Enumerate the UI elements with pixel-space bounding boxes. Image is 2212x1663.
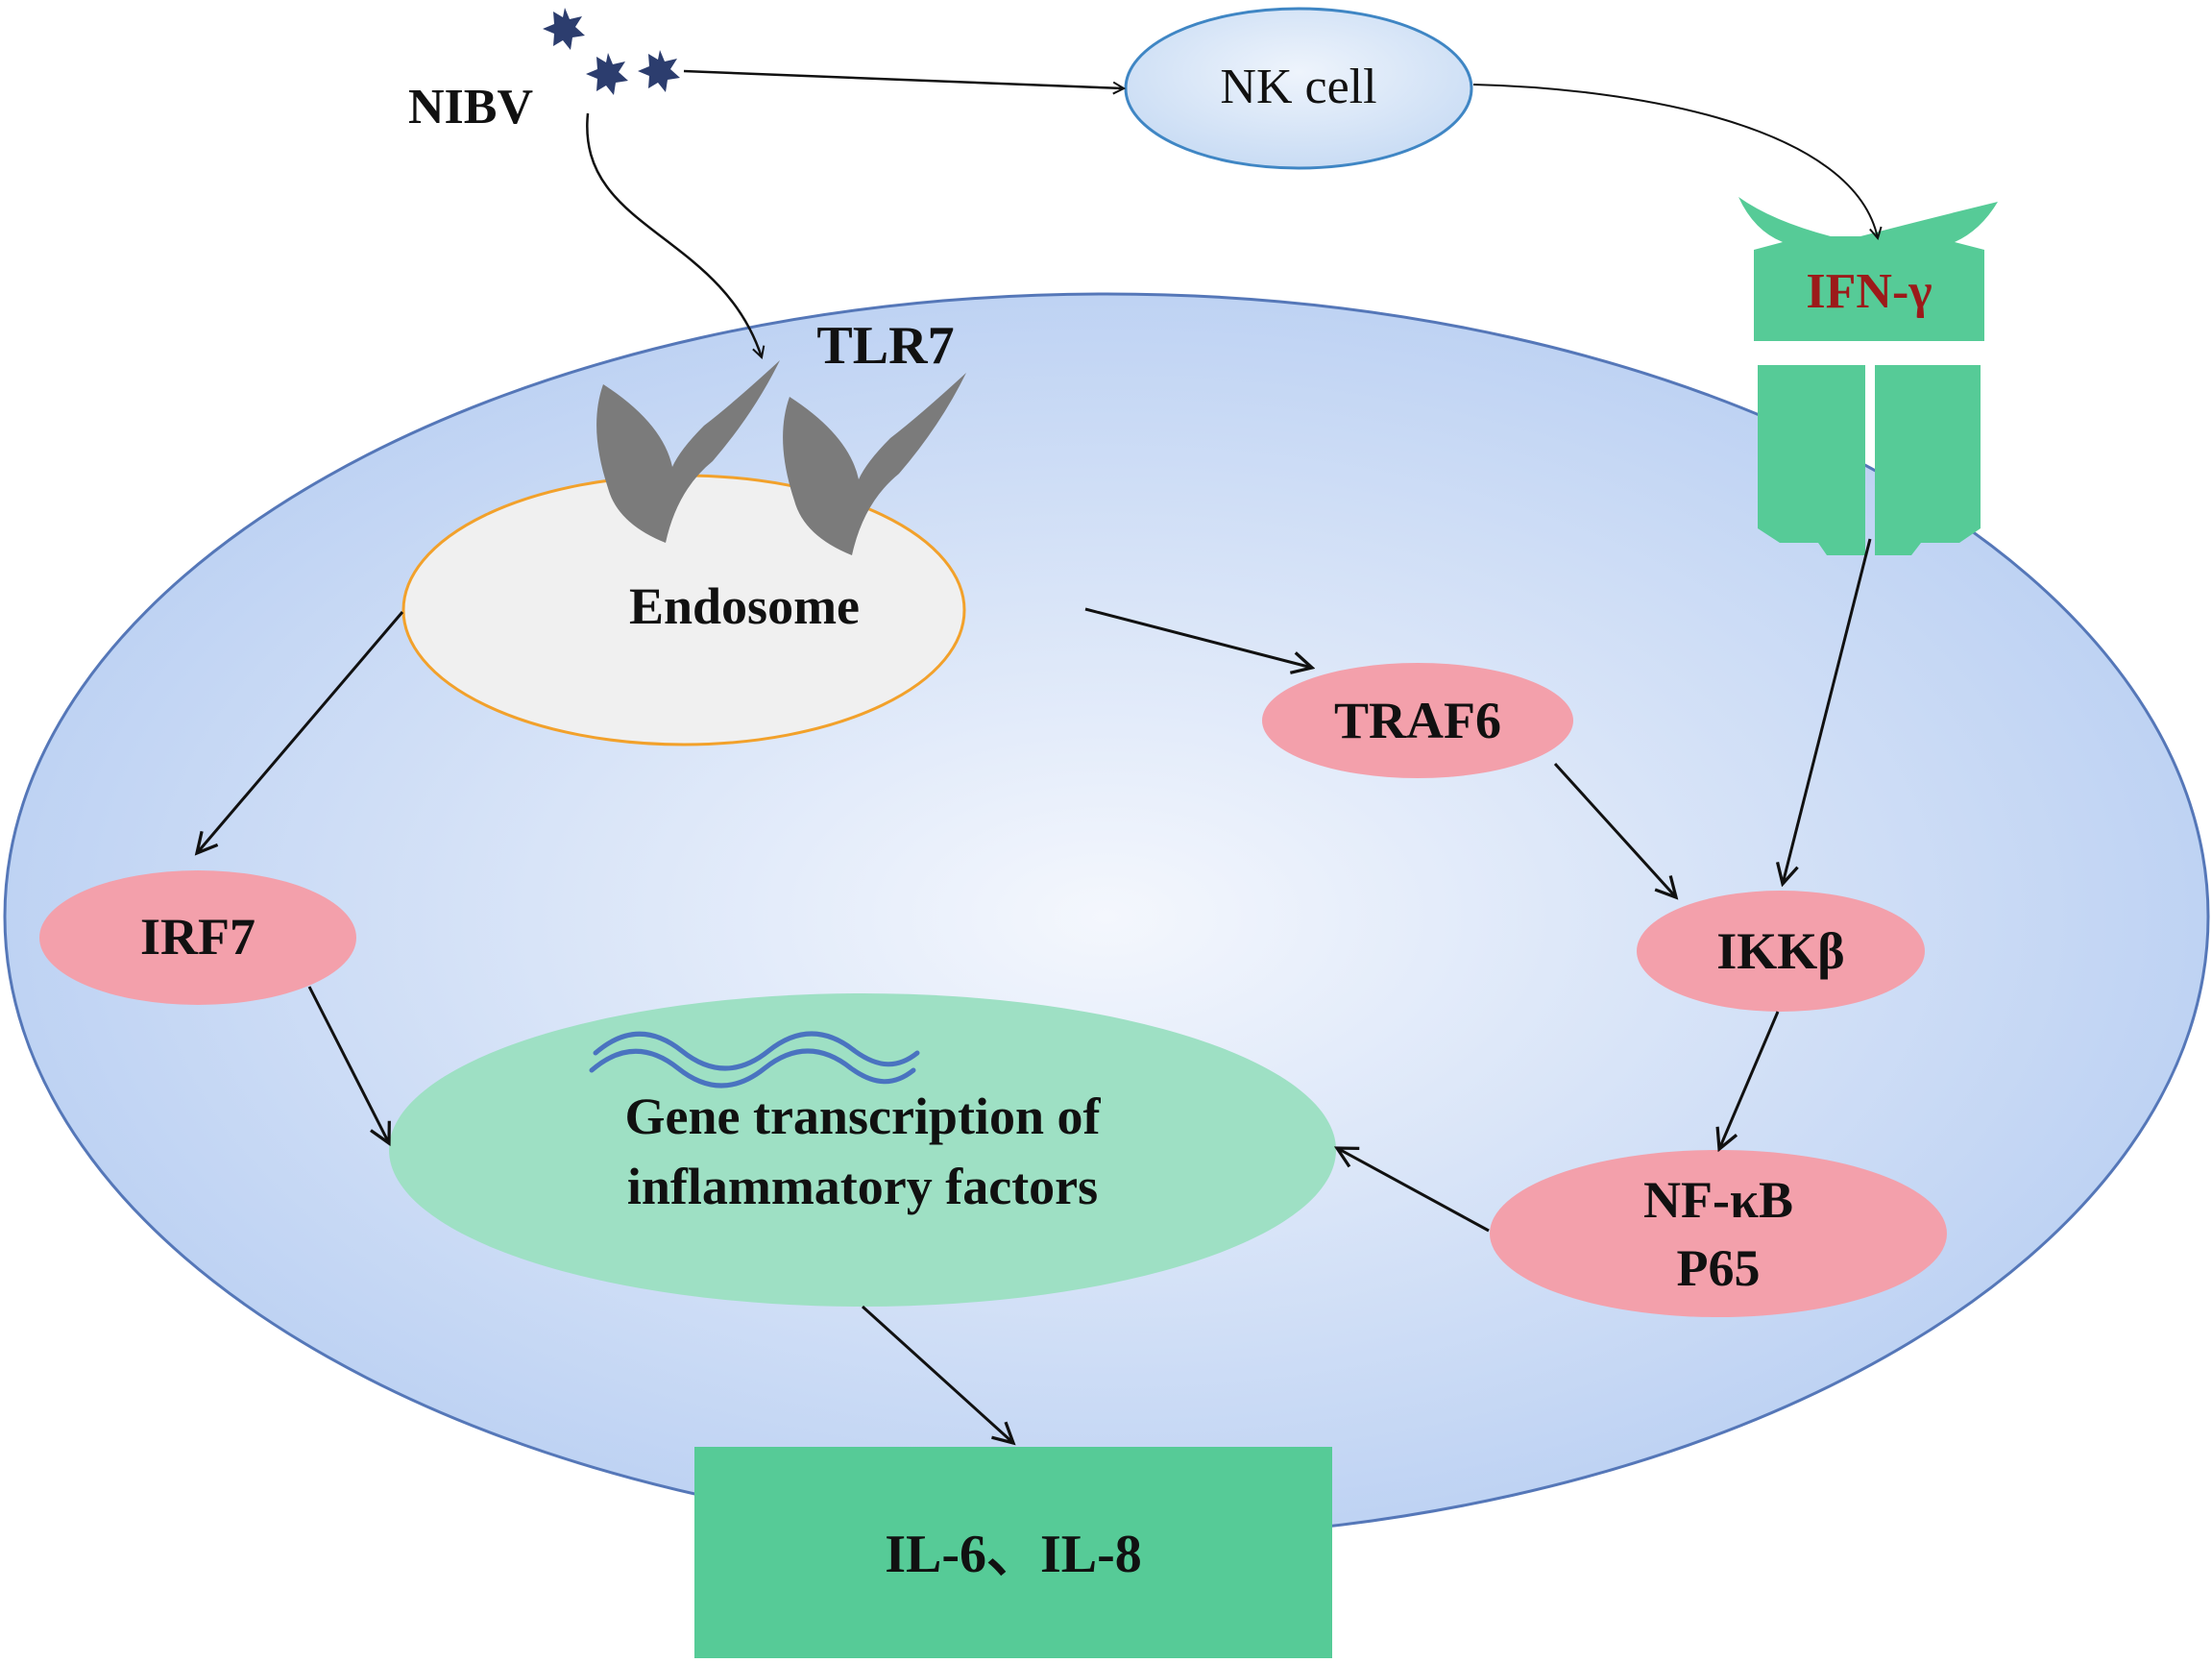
output-label: IL-6、IL-8 (885, 1525, 1142, 1584)
arrow-ifn-to-ikkb (1783, 538, 1872, 884)
nk-cell-label: NK cell (1220, 60, 1376, 114)
traf6-label: TRAF6 (1334, 692, 1501, 749)
ikkb-label: IKKβ (1716, 922, 1844, 980)
traf6-node (1262, 663, 1573, 778)
arrow-virus-to-nk (683, 69, 1124, 88)
virus-label: NIBV (408, 80, 533, 135)
arrow-endosome-to-irf7 (197, 611, 404, 853)
arrow-nk-to-ifn (1472, 84, 1878, 238)
transcription-label-line2: inflammatory factors (627, 1158, 1098, 1215)
ifn-gamma-label: IFN-γ (1806, 264, 1932, 319)
tlr7-label: TLR7 (816, 316, 954, 376)
nfkb-node (1490, 1150, 1947, 1317)
irf7-label: IRF7 (140, 908, 255, 966)
mrna-wave-icon (589, 1031, 920, 1088)
arrow-irf7-to-transcription (307, 986, 389, 1143)
arrow-nfkb-to-transcription (1337, 1148, 1490, 1233)
ifn-gamma-receptor-icon (1738, 197, 1998, 555)
arrow-ikkb-to-nfkb (1719, 1011, 1780, 1149)
output-box (694, 1447, 1332, 1658)
arrow-endosome-to-traf6 (1084, 607, 1312, 668)
ikkb-node (1637, 891, 1925, 1012)
arrows (197, 69, 1878, 1443)
endosome-label: Endosome (629, 577, 860, 635)
arrow-transcription-to-output (861, 1305, 1013, 1443)
irf7-node (39, 870, 356, 1005)
transcription-label-line1: Gene transcription of (625, 1088, 1102, 1145)
transcription-shape (389, 993, 1336, 1307)
arrow-traf6-to-ikkb (1553, 762, 1676, 897)
nfkb-label-line1: NF-κB (1643, 1171, 1793, 1229)
nfkb-label-line2: P65 (1677, 1239, 1761, 1297)
tlr7-receptor-icon (596, 360, 966, 555)
arrow-virus-to-tlr7 (586, 112, 762, 357)
virus-particles-icon (543, 8, 680, 95)
